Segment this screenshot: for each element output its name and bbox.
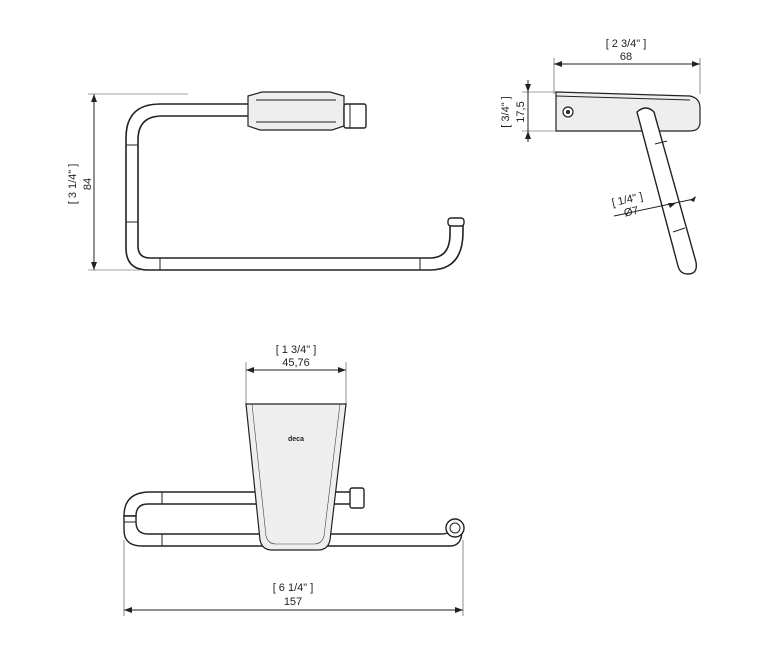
- rod-end-cap: [447, 217, 465, 227]
- width-imperial-label: [ 1 3/4" ]: [276, 344, 317, 356]
- front-view: [ 3 1/4" ] 84: [67, 91, 465, 271]
- depth-imperial-label: [ 2 3/4" ]: [606, 38, 647, 50]
- plate-metric-label: 17,5: [515, 101, 527, 122]
- length-imperial-label: [ 6 1/4" ]: [273, 582, 314, 594]
- side-rod: [636, 107, 698, 275]
- width-metric-label: 45,76: [282, 357, 310, 369]
- top-view: [ 1 3/4" ] 45,76 deca [ 6 1/4" ] 157: [123, 344, 465, 616]
- brand-mark: deca: [288, 436, 304, 443]
- wall-mount: [247, 91, 345, 131]
- side-view: [ 2 3/4" ] 68 [ 3/4" ] 17,5 [ 1/4" ] Ø7: [500, 38, 701, 275]
- rod-diameter-leader: [613, 198, 695, 217]
- plate-imperial-label: [ 3/4" ]: [500, 96, 512, 127]
- top-cover: [245, 403, 347, 551]
- side-mount-body: [555, 91, 701, 132]
- length-metric-label: 157: [284, 596, 302, 608]
- depth-metric-label: 68: [620, 51, 632, 63]
- height-imperial-label: [ 3 1/4" ]: [67, 164, 79, 205]
- rod-metric-label: Ø7: [623, 205, 640, 220]
- height-metric-label: 84: [82, 178, 94, 190]
